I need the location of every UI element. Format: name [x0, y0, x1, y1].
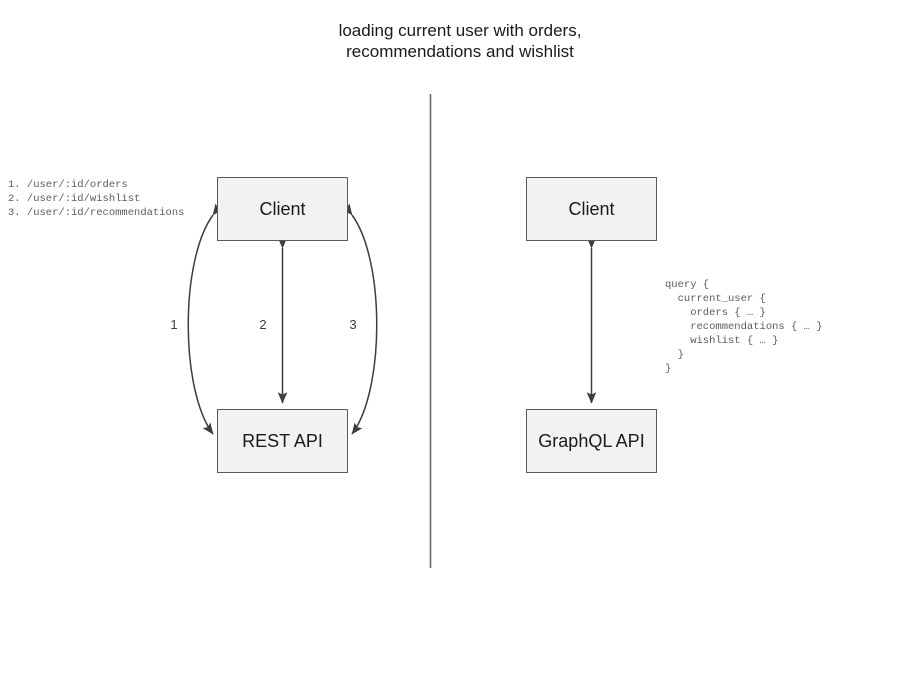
- edge-1-curve: [187, 203, 224, 435]
- edge-label-3: 3: [349, 317, 357, 332]
- edge-label-2: 2: [259, 317, 267, 332]
- edge-label-1: 1: [170, 317, 178, 332]
- node-rest-client[interactable]: Client: [217, 177, 348, 241]
- rest-endpoint-list: 1. /user/:id/orders 2. /user/:id/wishlis…: [8, 179, 185, 219]
- node-graphql-api[interactable]: GraphQL API: [526, 409, 657, 473]
- graphql-query-block: query { current_user { orders { … } reco…: [665, 279, 823, 375]
- node-graphql-client[interactable]: Client: [526, 177, 657, 241]
- edge-3-curve: [341, 203, 378, 435]
- diagram-title: loading current user with orders, recomm…: [338, 21, 582, 61]
- node-rest-api[interactable]: REST API: [217, 409, 348, 473]
